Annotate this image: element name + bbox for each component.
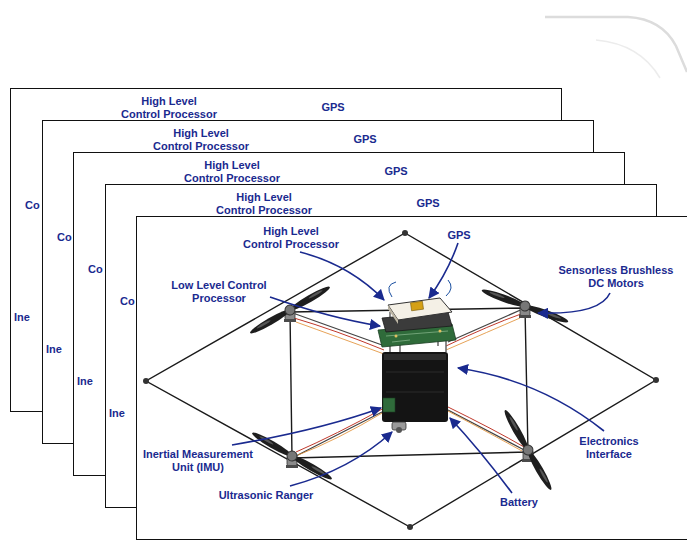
callout-label: Ine bbox=[109, 407, 125, 420]
callout-label: Co bbox=[57, 231, 72, 244]
callout-label: Co bbox=[25, 199, 40, 212]
callout-label: GPS bbox=[416, 197, 439, 210]
callout-label: High Level Control Processor bbox=[184, 159, 281, 184]
leader-line bbox=[232, 243, 610, 493]
callout-label: High Level Control Processor bbox=[243, 225, 340, 250]
motor bbox=[284, 306, 534, 468]
callout-label: Inertial Measurement Unit (IMU) bbox=[141, 448, 255, 473]
callout-label: Ine bbox=[77, 375, 93, 388]
callout-label: Ine bbox=[14, 311, 30, 324]
propeller bbox=[248, 283, 570, 493]
callout-label: Ultrasonic Ranger bbox=[219, 489, 314, 502]
callout-label: Co bbox=[88, 263, 103, 276]
callout-label: Battery bbox=[500, 496, 538, 509]
avionics-stack bbox=[378, 280, 456, 433]
callout-label: Ine bbox=[46, 343, 62, 356]
callout-label: High Level Control Processor bbox=[121, 95, 218, 120]
callout-label: GPS bbox=[353, 133, 376, 146]
callout-label: High Level Control Processor bbox=[153, 127, 250, 152]
callout-label: GPS bbox=[321, 101, 344, 114]
airframe bbox=[143, 230, 659, 530]
callout-label: Electronics Interface bbox=[577, 435, 640, 460]
decor-curve bbox=[596, 40, 660, 78]
callout-label: Sensorless Brushless DC Motors bbox=[557, 264, 676, 289]
callout-label: Co bbox=[120, 295, 135, 308]
callout-label: GPS bbox=[384, 165, 407, 178]
callout-label: GPS bbox=[447, 229, 470, 242]
callout-label: Low Level Control Processor bbox=[171, 279, 267, 304]
callout-label: High Level Control Processor bbox=[216, 191, 313, 216]
